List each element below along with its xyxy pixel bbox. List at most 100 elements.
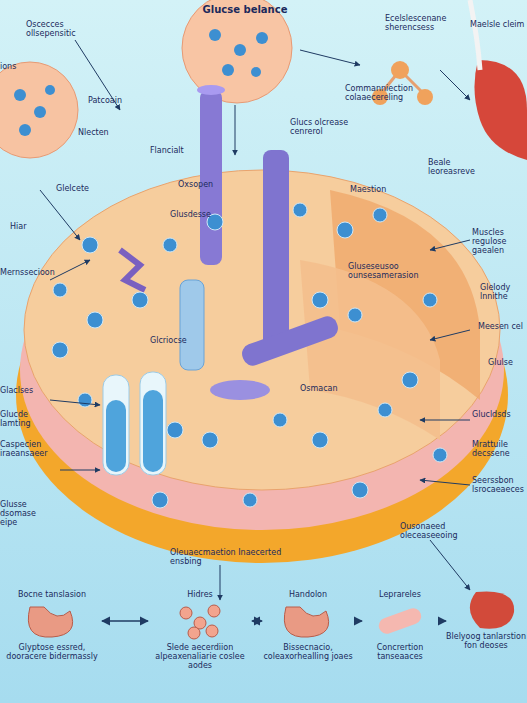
dot bbox=[202, 432, 218, 448]
tube-liquid bbox=[143, 390, 163, 472]
dot bbox=[209, 29, 221, 41]
node-text: Handolon bbox=[262, 590, 354, 599]
label-text: Beale leoreasreve bbox=[428, 158, 478, 176]
dot bbox=[402, 372, 418, 388]
dot bbox=[234, 44, 246, 56]
leader bbox=[430, 540, 470, 590]
stomach-shape bbox=[28, 607, 72, 637]
label-text: Oxsopen bbox=[178, 180, 220, 189]
dot bbox=[378, 403, 392, 417]
tissue-surface bbox=[24, 170, 500, 490]
dot bbox=[87, 312, 103, 328]
node-text: Leprareles bbox=[362, 590, 438, 599]
organ-icon bbox=[148, 599, 252, 643]
label-text: Glucde Iamting bbox=[0, 410, 55, 428]
label-text: Maestion bbox=[350, 185, 400, 194]
node-text: Hidres bbox=[148, 590, 252, 599]
cell-shape bbox=[188, 627, 200, 639]
stomach-shape bbox=[284, 607, 328, 637]
label-text: Mernssecioon bbox=[0, 268, 55, 277]
leader bbox=[440, 70, 470, 100]
label-text: ions bbox=[0, 62, 28, 71]
dot bbox=[273, 413, 287, 427]
label-text: Glucs olcrease cenrerol bbox=[290, 118, 352, 136]
label-text: Mrattuile decssene bbox=[472, 440, 527, 458]
label-text: Ecelslescenane sherencsess bbox=[385, 14, 477, 32]
dot bbox=[34, 106, 46, 118]
leader bbox=[40, 190, 80, 240]
label-text: Glelcete bbox=[56, 184, 101, 193]
pipe bbox=[200, 90, 222, 265]
glucose-dots bbox=[52, 203, 447, 508]
label-text: Glelody lnnithe bbox=[480, 283, 527, 301]
leader-lines bbox=[40, 40, 470, 600]
muscle-organ bbox=[474, 60, 527, 160]
node-text: Blelyoog tanlarstion fon deoses bbox=[446, 632, 526, 650]
leader bbox=[430, 240, 470, 250]
flow-arrow bbox=[354, 620, 362, 621]
test-tube bbox=[140, 372, 166, 475]
flow-arrow bbox=[252, 620, 262, 621]
label-text: Seerssbon lsrocaeaeces bbox=[472, 476, 527, 494]
label-text: Oscecces ollsepensitic bbox=[26, 20, 96, 38]
dish bbox=[210, 380, 270, 400]
label-text: Meesen cel bbox=[478, 322, 527, 331]
leader bbox=[235, 105, 236, 155]
label-text: Commanniection colaaecereling bbox=[345, 84, 437, 102]
flow-arrow bbox=[438, 620, 446, 621]
leader bbox=[300, 50, 360, 65]
cell-shape bbox=[180, 607, 192, 619]
dot bbox=[132, 292, 148, 308]
organ-icon bbox=[262, 599, 354, 643]
organ-node: Bocne tanslasionGlyptose essred, doorace… bbox=[2, 590, 102, 661]
title: Glucse belance bbox=[160, 4, 330, 15]
flow-arrow bbox=[102, 620, 148, 621]
node-text: Bissecnacio, coleaxorhealling joaes bbox=[262, 643, 354, 661]
organ-icon bbox=[2, 599, 102, 643]
leader bbox=[420, 420, 470, 421]
leader bbox=[220, 565, 221, 600]
pipe bbox=[263, 150, 289, 350]
atom bbox=[417, 89, 433, 105]
label-text: Nlecten bbox=[78, 128, 123, 137]
label-text: Glusse dsomase eipe bbox=[0, 500, 55, 527]
chain bbox=[120, 250, 145, 290]
label-text: Glaclses bbox=[0, 386, 48, 395]
label-text: Glusdesse bbox=[170, 210, 220, 219]
dot bbox=[14, 89, 26, 101]
node-text: Concrertion tanseaaces bbox=[362, 643, 438, 661]
pipe-cap bbox=[197, 85, 225, 95]
leader bbox=[420, 480, 470, 485]
tube-liquid bbox=[106, 400, 126, 472]
dot bbox=[19, 124, 31, 136]
tube bbox=[180, 280, 204, 370]
vessel bbox=[470, 0, 480, 70]
dot bbox=[433, 448, 447, 462]
organ-node: HandolonBissecnacio, coleaxorhealling jo… bbox=[262, 590, 354, 661]
pill-shape bbox=[377, 606, 424, 636]
organ-node: HidresSlede aecerdiion alpeaxenaliarie c… bbox=[148, 590, 252, 670]
dot bbox=[348, 308, 362, 322]
label-text: Glulse bbox=[488, 358, 527, 367]
dot bbox=[163, 238, 177, 252]
organ-node: Blelyoog tanlarstion fon deoses bbox=[446, 588, 526, 650]
label-text: Muscles regulose gaealen bbox=[472, 228, 527, 255]
dot bbox=[82, 237, 98, 253]
dot bbox=[251, 67, 261, 77]
dot bbox=[337, 222, 353, 238]
dot bbox=[78, 393, 92, 407]
dot bbox=[312, 292, 328, 308]
leader bbox=[430, 330, 470, 340]
pipe bbox=[239, 314, 340, 369]
tissue-segment bbox=[300, 260, 440, 440]
organ-node: LeprarelesConcrertion tanseaaces bbox=[362, 590, 438, 661]
leader bbox=[50, 400, 100, 405]
label-text: Ousonaeed oleceaseeoing bbox=[400, 522, 492, 540]
organ-icon bbox=[362, 599, 438, 643]
label-text: Caspecien iraeansaeer bbox=[0, 440, 60, 458]
dot bbox=[222, 64, 234, 76]
label-text: Gluseseusoo ounsesamerasion bbox=[348, 262, 440, 280]
cell-circle bbox=[0, 62, 78, 158]
